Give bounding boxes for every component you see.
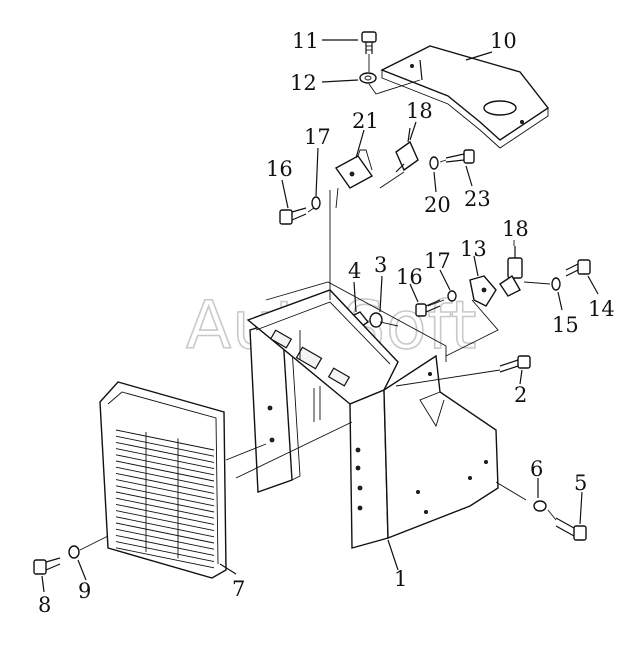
grille-slat bbox=[115, 435, 215, 457]
callout-13: 13 bbox=[460, 237, 487, 261]
part-15-washer bbox=[551, 277, 561, 291]
grille-slat bbox=[115, 429, 215, 451]
part-9-washer bbox=[68, 545, 80, 559]
grille-slat bbox=[115, 547, 215, 569]
callout-18-lower: 18 bbox=[502, 217, 529, 241]
part-1-frame bbox=[246, 281, 499, 549]
part-8-bolt bbox=[33, 557, 61, 575]
grille-slat bbox=[115, 534, 215, 556]
grille-slat bbox=[115, 497, 215, 519]
callout-14: 14 bbox=[588, 297, 615, 321]
grille-slat bbox=[115, 522, 215, 544]
part-21-bracket bbox=[334, 149, 374, 189]
part-20-washer bbox=[429, 156, 439, 170]
part-18-switch-upper bbox=[395, 127, 419, 173]
cover-hole bbox=[483, 100, 517, 116]
part-17-washer-lower bbox=[447, 290, 457, 302]
callout-leaders bbox=[41, 39, 599, 593]
assembly-lines bbox=[79, 54, 557, 551]
part-13-bracket bbox=[469, 275, 497, 307]
callout-6: 6 bbox=[530, 457, 543, 481]
grille-slat bbox=[115, 479, 215, 501]
part-2-bolt bbox=[499, 355, 531, 373]
callout-16-upper: 16 bbox=[266, 157, 293, 181]
grille-slat bbox=[115, 491, 215, 513]
grille-slat bbox=[115, 503, 215, 525]
callout-16-lower: 16 bbox=[396, 265, 423, 289]
callout-4: 4 bbox=[348, 259, 361, 283]
callout-9: 9 bbox=[78, 579, 91, 603]
callout-21: 21 bbox=[352, 109, 379, 133]
part-7-grille bbox=[99, 381, 227, 579]
part-10-top-cover bbox=[380, 45, 550, 149]
callout-15: 15 bbox=[552, 313, 579, 337]
grille-slat bbox=[115, 541, 215, 563]
grille-slat bbox=[115, 441, 215, 463]
callout-17-lower: 17 bbox=[424, 249, 451, 273]
callout-23: 23 bbox=[464, 187, 491, 211]
part-16-bolt-lower bbox=[415, 299, 441, 317]
callout-10: 10 bbox=[490, 29, 517, 53]
part-18-switch-lower bbox=[499, 246, 523, 297]
grille-slat bbox=[115, 510, 215, 532]
part-5-bolt bbox=[555, 517, 587, 541]
callout-17-upper: 17 bbox=[304, 125, 331, 149]
part-6-washer bbox=[533, 500, 547, 512]
callout-18-upper: 18 bbox=[406, 99, 433, 123]
grille-slat bbox=[115, 448, 215, 470]
callout-labels: 11 12 10 21 18 17 16 20 23 18 13 14 15 1… bbox=[38, 29, 615, 617]
callout-12: 12 bbox=[290, 71, 317, 95]
callout-2: 2 bbox=[514, 383, 527, 407]
callout-20: 20 bbox=[424, 193, 451, 217]
callout-5: 5 bbox=[574, 471, 587, 495]
part-17-washer-upper bbox=[311, 196, 321, 210]
grille-slat bbox=[115, 528, 215, 550]
part-3-washer bbox=[369, 312, 383, 328]
part-12-washer bbox=[359, 72, 377, 84]
grille-slat bbox=[115, 454, 215, 476]
grille-slat bbox=[115, 466, 215, 488]
callout-1: 1 bbox=[394, 567, 407, 591]
part-11-bolt bbox=[361, 31, 377, 54]
callout-8: 8 bbox=[38, 593, 51, 617]
grille-slat bbox=[115, 472, 215, 494]
part-23-bolt bbox=[445, 149, 475, 164]
grille-slat bbox=[115, 516, 215, 538]
callout-11: 11 bbox=[292, 29, 319, 53]
part-16-bolt-upper bbox=[279, 207, 307, 225]
callout-3: 3 bbox=[374, 253, 387, 277]
grille-slat bbox=[115, 485, 215, 507]
callout-7: 7 bbox=[232, 577, 245, 601]
grille-slat bbox=[115, 460, 215, 482]
part-14-bolt bbox=[565, 259, 591, 277]
